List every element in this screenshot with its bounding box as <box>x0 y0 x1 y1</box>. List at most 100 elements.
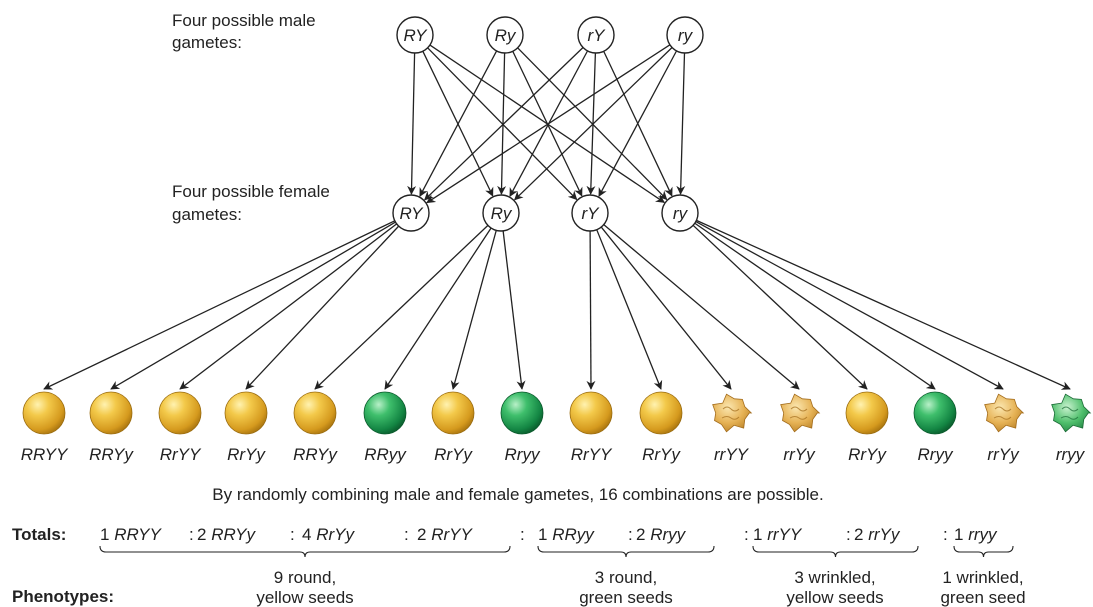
phenotypes-label: Phenotypes: <box>12 587 114 606</box>
total-genotype: Rryy <box>650 525 686 544</box>
total-separator: : <box>189 525 194 544</box>
female-to-offspring-arrow <box>694 222 936 390</box>
total-genotype: RRyy <box>552 525 595 544</box>
offspring-genotype: RRYy <box>89 445 134 464</box>
offspring-genotype: RRYY <box>21 445 69 464</box>
phenotype-line2: yellow seeds <box>256 588 353 607</box>
seed-round-green <box>500 391 544 435</box>
seed-round-green <box>913 391 957 435</box>
phenotype-line2: green seed <box>940 588 1025 607</box>
offspring-genotype: RrYy <box>848 445 887 464</box>
phenotype-bracket <box>537 545 715 558</box>
total-genotype: RrYy <box>316 525 355 544</box>
male-gamete-label: RY <box>404 26 429 45</box>
caption: By randomly combining male and female ga… <box>212 485 823 504</box>
wrinkle-texture <box>789 406 808 420</box>
total-separator: : <box>290 525 295 544</box>
seed-round-yellow <box>293 391 337 435</box>
total-RrYy: 4 RrYy <box>302 525 355 544</box>
seed-wrinkled-green <box>1051 393 1092 433</box>
total-count: 4 <box>302 525 316 544</box>
seed-round-yellow <box>89 391 133 435</box>
total-separator: : <box>846 525 851 544</box>
total-Rryy: 2 Rryy <box>636 525 687 544</box>
total-RRYy: 2 RRYy <box>197 525 256 544</box>
wrinkled-green-seed <box>1051 393 1092 433</box>
female-gamete-label: RY <box>400 204 425 223</box>
offspring-genotype: Rryy <box>918 445 954 464</box>
male-gamete-rY: rY <box>577 16 615 54</box>
male-to-female-arrow <box>497 52 507 195</box>
total-separator: : <box>404 525 409 544</box>
total-count: 1 <box>954 525 968 544</box>
female-to-offspring-arrow <box>384 227 492 390</box>
male-to-female-arrow <box>512 50 583 197</box>
offspring-genotype: rrYY <box>714 445 750 464</box>
round-yellow-seed <box>89 391 133 435</box>
total-genotype: RRYY <box>114 525 162 544</box>
offspring-genotype: Rryy <box>505 445 541 464</box>
male-gamete-ry: ry <box>666 16 704 54</box>
round-yellow-seed <box>431 391 475 435</box>
female-label-line2: gametes: <box>172 205 242 224</box>
offspring-genotype: RRyy <box>364 445 407 464</box>
female-to-offspring-arrow <box>43 220 396 390</box>
female-to-offspring-arrow <box>596 229 663 390</box>
offspring-genotype: rrYy <box>987 445 1020 464</box>
male-to-female-arrow <box>419 50 498 197</box>
female-to-offspring-arrow <box>450 230 497 390</box>
total-genotype: rrYy <box>868 525 901 544</box>
total-count: 1 <box>100 525 114 544</box>
female-gametes-label: Four possible female gametes: <box>172 182 335 224</box>
offspring-genotype: RrYY <box>571 445 613 464</box>
male-label-line1: Four possible male <box>172 11 316 30</box>
male-to-female-arrow <box>424 47 584 201</box>
female-gamete-rY: rY <box>571 194 609 232</box>
round-green-seed <box>500 391 544 435</box>
female-to-offspring-arrow <box>696 219 1071 390</box>
round-yellow-seed <box>22 391 66 435</box>
male-to-female-arrow <box>407 52 417 195</box>
female-gamete-RY: RY <box>392 194 430 232</box>
seed-round-yellow <box>431 391 475 435</box>
seed-wrinkled-yellow <box>984 393 1025 433</box>
female-to-offspring-arrow <box>586 230 596 390</box>
total-RRyy: 1 RRyy <box>538 525 595 544</box>
offspring-genotype: RrYy <box>434 445 473 464</box>
seed-round-yellow <box>845 391 889 435</box>
female-to-offspring-arrow <box>603 224 800 390</box>
total-count: 2 <box>417 525 431 544</box>
offspring-genotype: rryy <box>1056 445 1086 464</box>
phenotype-line2: yellow seeds <box>786 588 883 607</box>
male-gamete-label: ry <box>678 26 694 45</box>
male-gamete-circle <box>577 16 615 54</box>
wrinkled-yellow-seed <box>712 393 753 433</box>
total-count: 2 <box>636 525 650 544</box>
offspring-seeds <box>22 391 1092 435</box>
round-yellow-seed <box>569 391 613 435</box>
wrinkle-texture <box>721 406 740 420</box>
female-to-offspring-arrow <box>502 230 526 390</box>
wrinkle-texture <box>993 406 1012 420</box>
seed-round-yellow <box>224 391 268 435</box>
female-to-offspring-arrow <box>110 221 396 390</box>
total-count: 2 <box>854 525 868 544</box>
female-to-offspring-arrow <box>692 224 868 390</box>
male-gamete-label: Ry <box>495 26 517 45</box>
male-gametes-label: Four possible male gametes: <box>172 11 320 52</box>
round-green-seed <box>363 391 407 435</box>
offspring-genotype: RRYy <box>293 445 338 464</box>
female-to-offspring-arrow <box>245 225 400 390</box>
female-gamete-label: Ry <box>491 204 513 223</box>
phenotype-group: 3 wrinkled,yellow seeds <box>786 568 883 607</box>
seed-wrinkled-yellow <box>780 393 821 433</box>
female-to-offspring-arrow <box>600 226 732 390</box>
round-green-seed <box>913 391 957 435</box>
total-genotype: RRYy <box>211 525 256 544</box>
cross-arrows <box>43 44 1071 390</box>
phenotype-line1: 3 round, <box>595 568 657 587</box>
